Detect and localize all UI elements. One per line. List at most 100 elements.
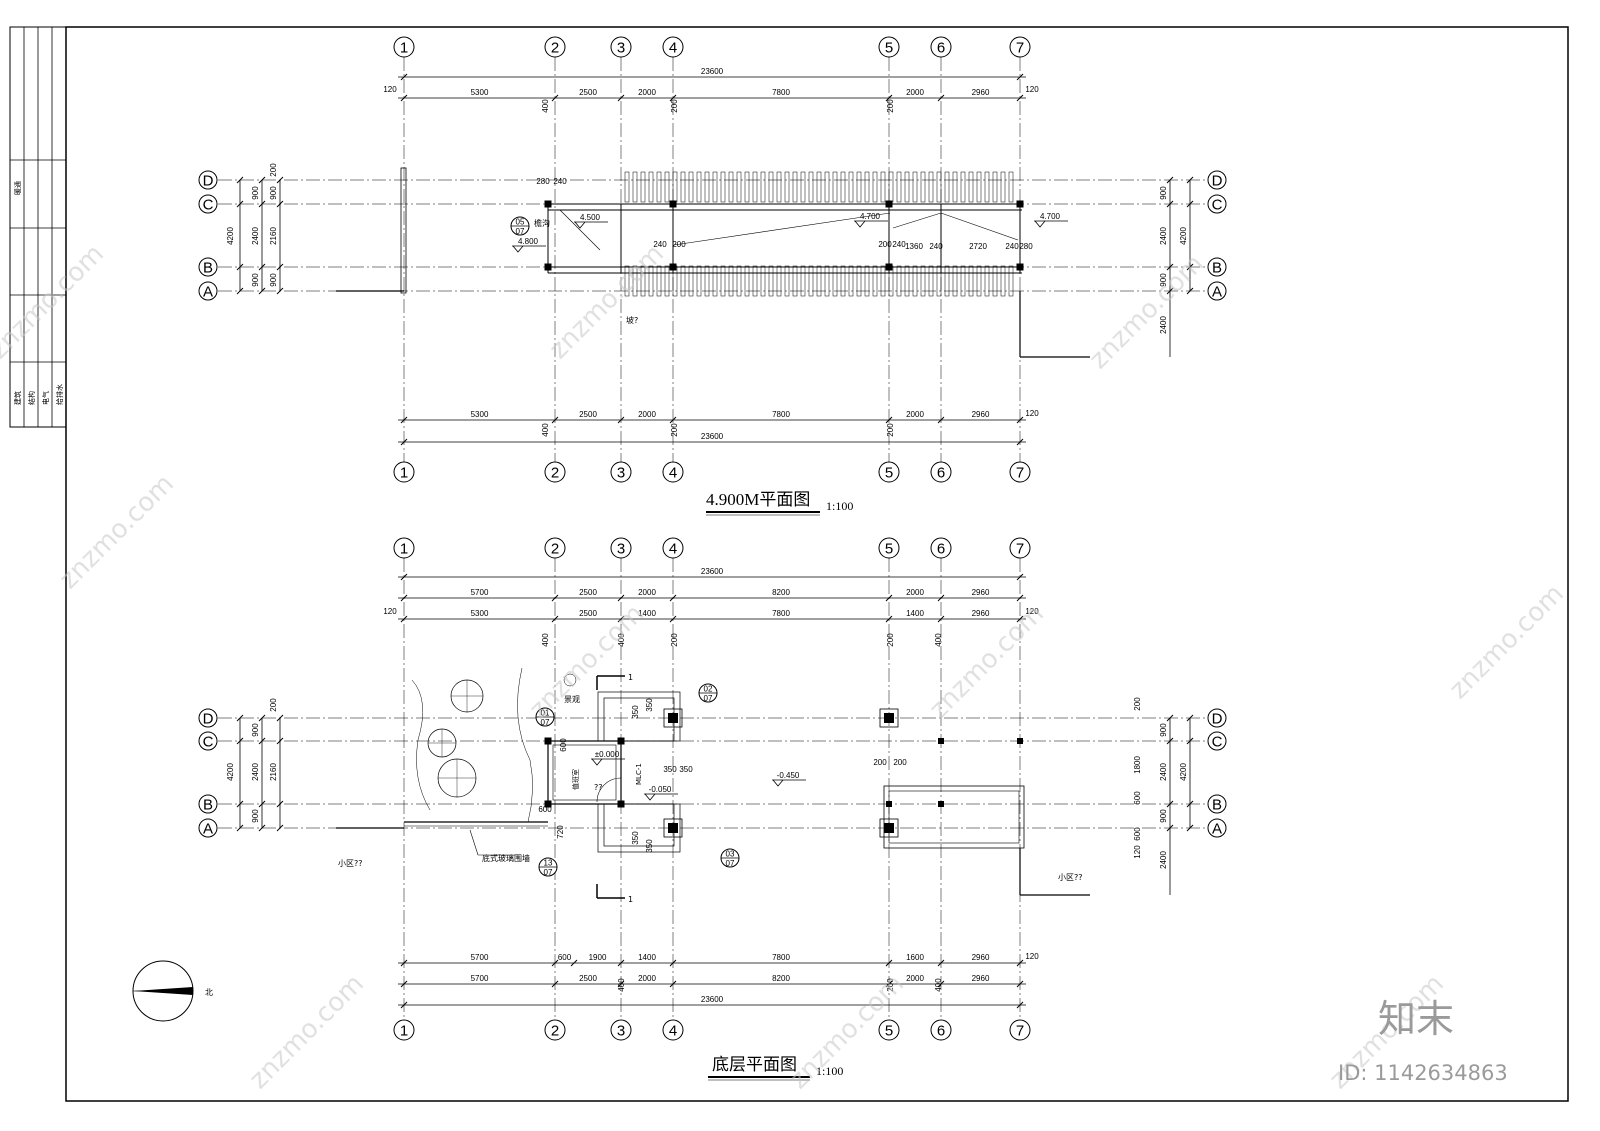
dim-tick xyxy=(1016,1001,1024,1009)
axis-label: A xyxy=(203,284,213,301)
axis-label: D xyxy=(203,173,214,190)
pergola-slat xyxy=(944,265,950,297)
detail-tag-bottom: 07 xyxy=(726,859,735,868)
dim-text: 2400 xyxy=(251,763,260,781)
side-cell-hvac: 暖通 xyxy=(13,181,22,195)
dim-text: 2400 xyxy=(1159,851,1168,869)
dim-text: 900 xyxy=(269,186,278,200)
axis-label: B xyxy=(203,797,213,814)
pergola-slat xyxy=(632,265,638,297)
pergola-slat xyxy=(744,171,750,203)
dim-tick xyxy=(1016,980,1024,988)
dim-tick xyxy=(1166,737,1174,745)
dim-text: 2960 xyxy=(972,974,990,983)
dim-tick xyxy=(885,980,893,988)
dim-tick xyxy=(669,980,677,988)
pergola-slat xyxy=(968,265,974,297)
dim-tick xyxy=(276,176,284,184)
dim-tick xyxy=(617,959,625,967)
dim-text: 120 xyxy=(383,607,397,616)
elevation-text: ±0.000 xyxy=(595,750,620,759)
pergola-slat xyxy=(784,265,790,297)
dim-text: 4200 xyxy=(1179,763,1188,781)
pergola-slat xyxy=(752,171,758,203)
dim-text: 2400 xyxy=(1159,227,1168,245)
axis-label: 4 xyxy=(669,40,677,57)
pergola-slat xyxy=(768,265,774,297)
dim-tick xyxy=(1016,573,1024,581)
dim-tick xyxy=(258,263,266,271)
dim-text: 2960 xyxy=(972,609,990,618)
pergola-slat xyxy=(904,171,910,203)
dim-text: 900 xyxy=(251,273,260,287)
dim-text: 2000 xyxy=(906,410,924,419)
column xyxy=(668,823,678,833)
axis-label: 4 xyxy=(669,465,677,482)
dim-text: 200 xyxy=(878,240,892,249)
column xyxy=(885,263,893,271)
pergola-slat xyxy=(728,171,734,203)
pergola-slat xyxy=(936,171,942,203)
detail-tag-top: 01 xyxy=(541,709,550,718)
axis-label: B xyxy=(1212,260,1222,277)
north-label: 北 xyxy=(205,988,213,997)
pergola-slat xyxy=(808,171,814,203)
axis-label: 5 xyxy=(885,40,893,57)
pergola-slat xyxy=(760,265,766,297)
dim-tick xyxy=(1016,615,1024,623)
detail-tag-bottom: 07 xyxy=(541,718,550,727)
dim-text: 2400 xyxy=(1159,316,1168,334)
dim-text: 600 xyxy=(559,738,568,752)
dim-text: 2000 xyxy=(906,588,924,597)
pergola-slat xyxy=(928,265,934,297)
pergola-slat xyxy=(824,171,830,203)
dim-tick xyxy=(1186,287,1194,295)
axis-label: C xyxy=(1212,734,1223,751)
elevation-mark xyxy=(854,220,866,228)
dim-tick xyxy=(400,94,408,102)
dim-tick xyxy=(1016,73,1024,81)
pergola-slat xyxy=(872,265,878,297)
pergola-slat xyxy=(792,265,798,297)
dim-text: 120 xyxy=(1133,845,1142,859)
axis-bubble xyxy=(1207,731,1227,751)
detail-tag-top: 05 xyxy=(516,218,525,227)
dim-text: 120 xyxy=(1025,85,1039,94)
dim-tick xyxy=(885,959,893,967)
side-cell-arch: 建筑 xyxy=(13,391,22,405)
dim-tick xyxy=(551,594,559,602)
pergola-slat xyxy=(800,171,806,203)
axis-bubble xyxy=(393,1019,415,1041)
axis-bubble xyxy=(1009,1019,1031,1041)
pergola-slat xyxy=(912,171,918,203)
axis-bubble xyxy=(198,818,218,838)
side-cell-struct: 结构 xyxy=(27,391,36,405)
pergola-slat xyxy=(704,171,710,203)
dim-text: 900 xyxy=(251,186,260,200)
dim-text: 600 xyxy=(538,805,552,814)
dim-text: 120 xyxy=(1025,952,1039,961)
dim-tick xyxy=(1166,824,1174,832)
dim-text: 200 xyxy=(886,633,895,647)
dim-text: 240 xyxy=(1005,242,1019,251)
pergola-slat xyxy=(632,171,638,203)
elevation-mark xyxy=(644,793,656,801)
plan1-title: 4.900M平面图 xyxy=(706,490,810,509)
dim-tick xyxy=(400,416,408,424)
pergola-slat xyxy=(920,171,926,203)
elevation-text: 4.700 xyxy=(860,212,881,221)
axis-label: 7 xyxy=(1016,1023,1024,1040)
dim-tick xyxy=(236,737,244,745)
axis-label: 6 xyxy=(937,1023,945,1040)
axis-bubble xyxy=(1207,708,1227,728)
pergola-slat xyxy=(816,265,822,297)
dim-text: 1400 xyxy=(906,609,924,618)
axis-label: 1 xyxy=(400,1023,408,1040)
pergola-slat xyxy=(904,265,910,297)
dim-text: 240 xyxy=(929,242,943,251)
dim-tick xyxy=(1166,176,1174,184)
dim-text: 2000 xyxy=(638,974,656,983)
dim-tick xyxy=(1016,416,1024,424)
axis-label: 2 xyxy=(551,541,559,558)
